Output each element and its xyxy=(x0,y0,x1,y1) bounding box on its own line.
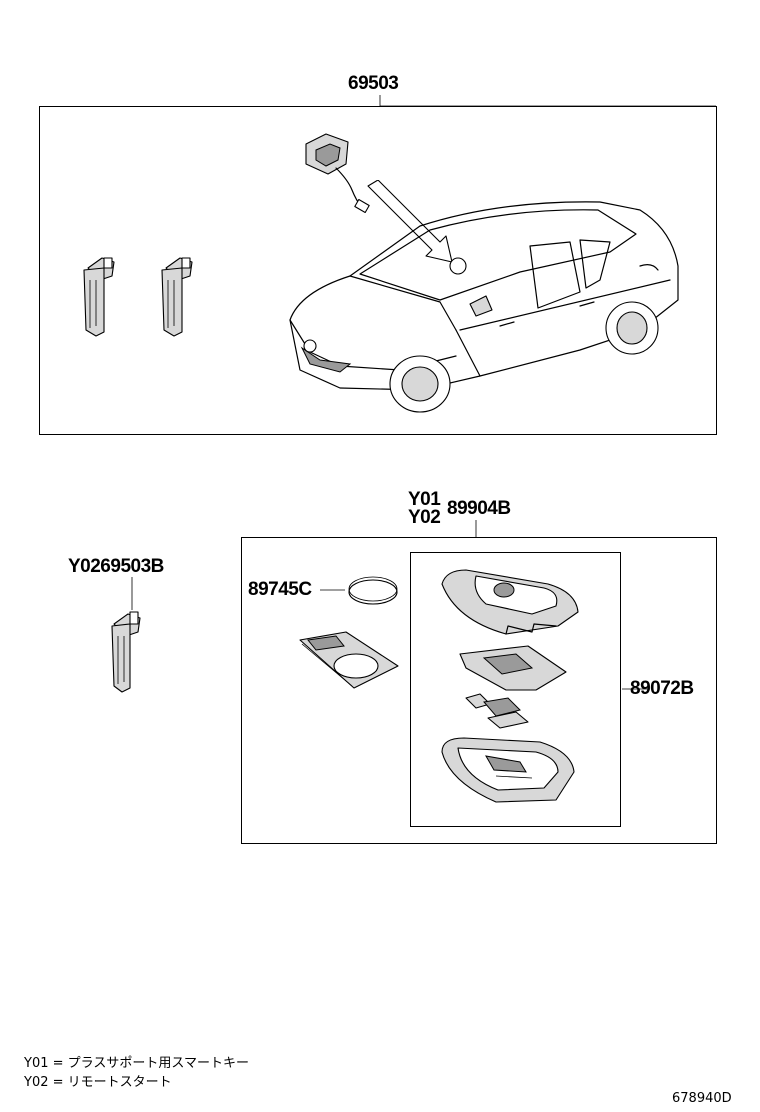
part-label-69503: 69503 xyxy=(348,73,399,94)
assembly-frame-transmitter xyxy=(410,552,621,827)
diagram-id: 678940D xyxy=(672,1091,732,1106)
assembly-frame-top xyxy=(39,106,717,435)
variant-code-y02: Y02 xyxy=(408,507,441,528)
part-label-89745c: 89745C xyxy=(248,579,312,600)
oscillator-unit-icon xyxy=(305,133,370,214)
transmitter-parts-icon xyxy=(441,569,579,803)
assembly-frame-smart-key xyxy=(241,537,717,844)
legend-line-y02: Y02 = リモートスタート xyxy=(24,1075,172,1090)
part-label-89072b: 89072B xyxy=(630,678,694,699)
mechanical-key-icon xyxy=(83,257,193,337)
variant-code-y01: Y01 xyxy=(408,489,441,510)
circuit-board-icon xyxy=(299,631,399,689)
part-label-89904b: 89904B xyxy=(447,498,511,519)
key-plate-icon xyxy=(111,611,141,693)
vehicle-illustration xyxy=(289,180,679,413)
part-label-y0269503b: Y0269503B xyxy=(68,556,164,577)
legend-line-y01: Y01 = プラスサポート用スマートキー xyxy=(24,1056,249,1071)
coin-battery-icon xyxy=(348,576,398,605)
